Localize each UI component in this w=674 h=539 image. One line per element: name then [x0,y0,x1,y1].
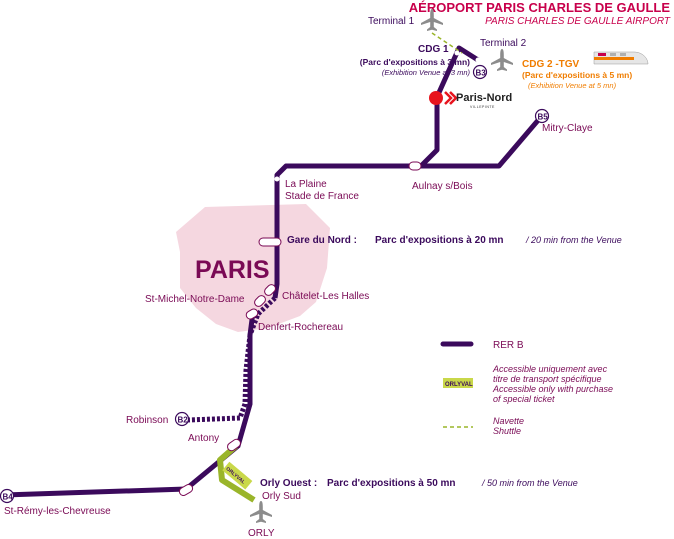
station-chatelet-marker[interactable] [263,283,277,297]
station-stremy-label: St-Rémy-les-Chevreuse [4,506,111,517]
legend-rerb-label: RER B [493,340,524,351]
station-denfert-label: Denfert-Rochereau [258,322,343,333]
legend-shuttle-fr: Navette [493,416,524,426]
svg-text:B5: B5 [538,113,549,122]
orlyouest-time: Parc d'expositions à 50 mn [327,478,456,489]
station-antony-marker[interactable] [226,438,242,453]
plane-icon [491,49,513,71]
station-antony-label: Antony [188,433,219,444]
gare-du-nord-time-en: / 20 min from the Venue [525,235,622,245]
station-orlysud-label: Orly Sud [262,491,301,502]
cdg2-time-fr: (Parc d'expositions à 5 mn) [522,70,632,80]
terminal2-label: Terminal 2 [480,38,527,49]
legend-shuttle-en: Shuttle [493,426,521,436]
legend-orlyval-swatch [443,378,473,388]
svg-text:Paris-Nord: Paris-Nord [456,92,512,104]
branch-b4-badge: B4 [0,488,15,504]
cdg1-time-en: (Exhibition Venue at 3 mn) [382,68,471,77]
paris-area [176,204,330,332]
station-cdg1-marker[interactable] [454,50,460,56]
station-orlyouest-label: Orly Ouest : [260,478,317,489]
svg-text:B4: B4 [3,493,14,502]
legend-orlyval-fr-2: titre de transport spécifique [493,374,602,384]
svg-text:B2: B2 [178,416,189,425]
station-stmichel-label: St-Michel-Notre-Dame [145,294,245,305]
orlyval-badge-map [222,461,253,490]
legend-orlyval-en-2: of special ticket [493,394,555,404]
paris-nord-logo: Paris-Nord VILLEPINTE [444,91,512,109]
svg-text:VILLEPINTE: VILLEPINTE [470,105,495,109]
plane-icon [250,501,272,523]
cdg2-time-en: (Exhibition Venue at 5 mn) [528,81,617,90]
station-denfert-marker[interactable] [245,308,259,321]
station-parc-expo-marker[interactable] [429,91,443,105]
station-robinson-label: Robinson [126,415,168,426]
rer-b-line-south-b [3,311,256,498]
rer-b-line-south [187,296,277,423]
station-gare-du-nord-label: Gare du Nord : [287,235,357,246]
cdg1-label: CDG 1 [418,44,449,55]
orlyval-line [217,443,256,503]
legend-orlyval-fr-1: Accessible uniquement avec [492,364,608,374]
gare-du-nord-time: Parc d'expositions à 20 mn [375,235,504,246]
cdg2-label: CDG 2 -TGV [522,59,580,70]
station-laplaine-label-2: Stade de France [285,191,359,202]
branch-b2-badge: B2 [174,411,190,427]
title-fr: AÉROPORT PARIS CHARLES DE GAULLE [409,0,671,15]
legend: RER B ORLYVAL Accessible uniquement avec… [440,340,613,436]
station-gare-du-nord-marker[interactable] [258,237,282,247]
legend-orlyval-badge: ORLYVAL [445,382,473,388]
shuttle-line [431,32,463,54]
terminal1-label: Terminal 1 [368,16,415,27]
paris-label: PARIS [195,256,270,284]
station-aulnay-marker[interactable] [408,161,422,171]
station-orly-label: ORLY [248,528,275,539]
station-laplaine-marker[interactable] [274,176,280,182]
station-stmichel-marker[interactable] [253,294,267,308]
station-stremy-marker[interactable] [178,483,194,497]
svg-text:B3: B3 [476,69,487,78]
tgv-train-icon [593,51,649,65]
branch-b3-badge: B3 [472,64,488,80]
station-laplaine-label: La Plaine [285,179,327,190]
legend-orlyval-en-1: Accessible only with purchase [492,384,613,394]
orlyouest-time-en: / 50 min from the Venue [481,478,578,488]
branch-b5-badge: B5 [534,108,550,124]
station-aulnay-label: Aulnay s/Bois [412,181,473,192]
station-cdg2-marker[interactable] [475,57,481,63]
title-en: PARIS CHARLES DE GAULLE AIRPORT [485,16,671,27]
station-mitry-label: Mitry-Claye [542,123,593,134]
cdg1-time-fr: (Parc d'expositions à 3 mn) [360,57,470,67]
station-chatelet-label: Châtelet-Les Halles [282,291,369,302]
rer-b-line-main [272,116,542,299]
